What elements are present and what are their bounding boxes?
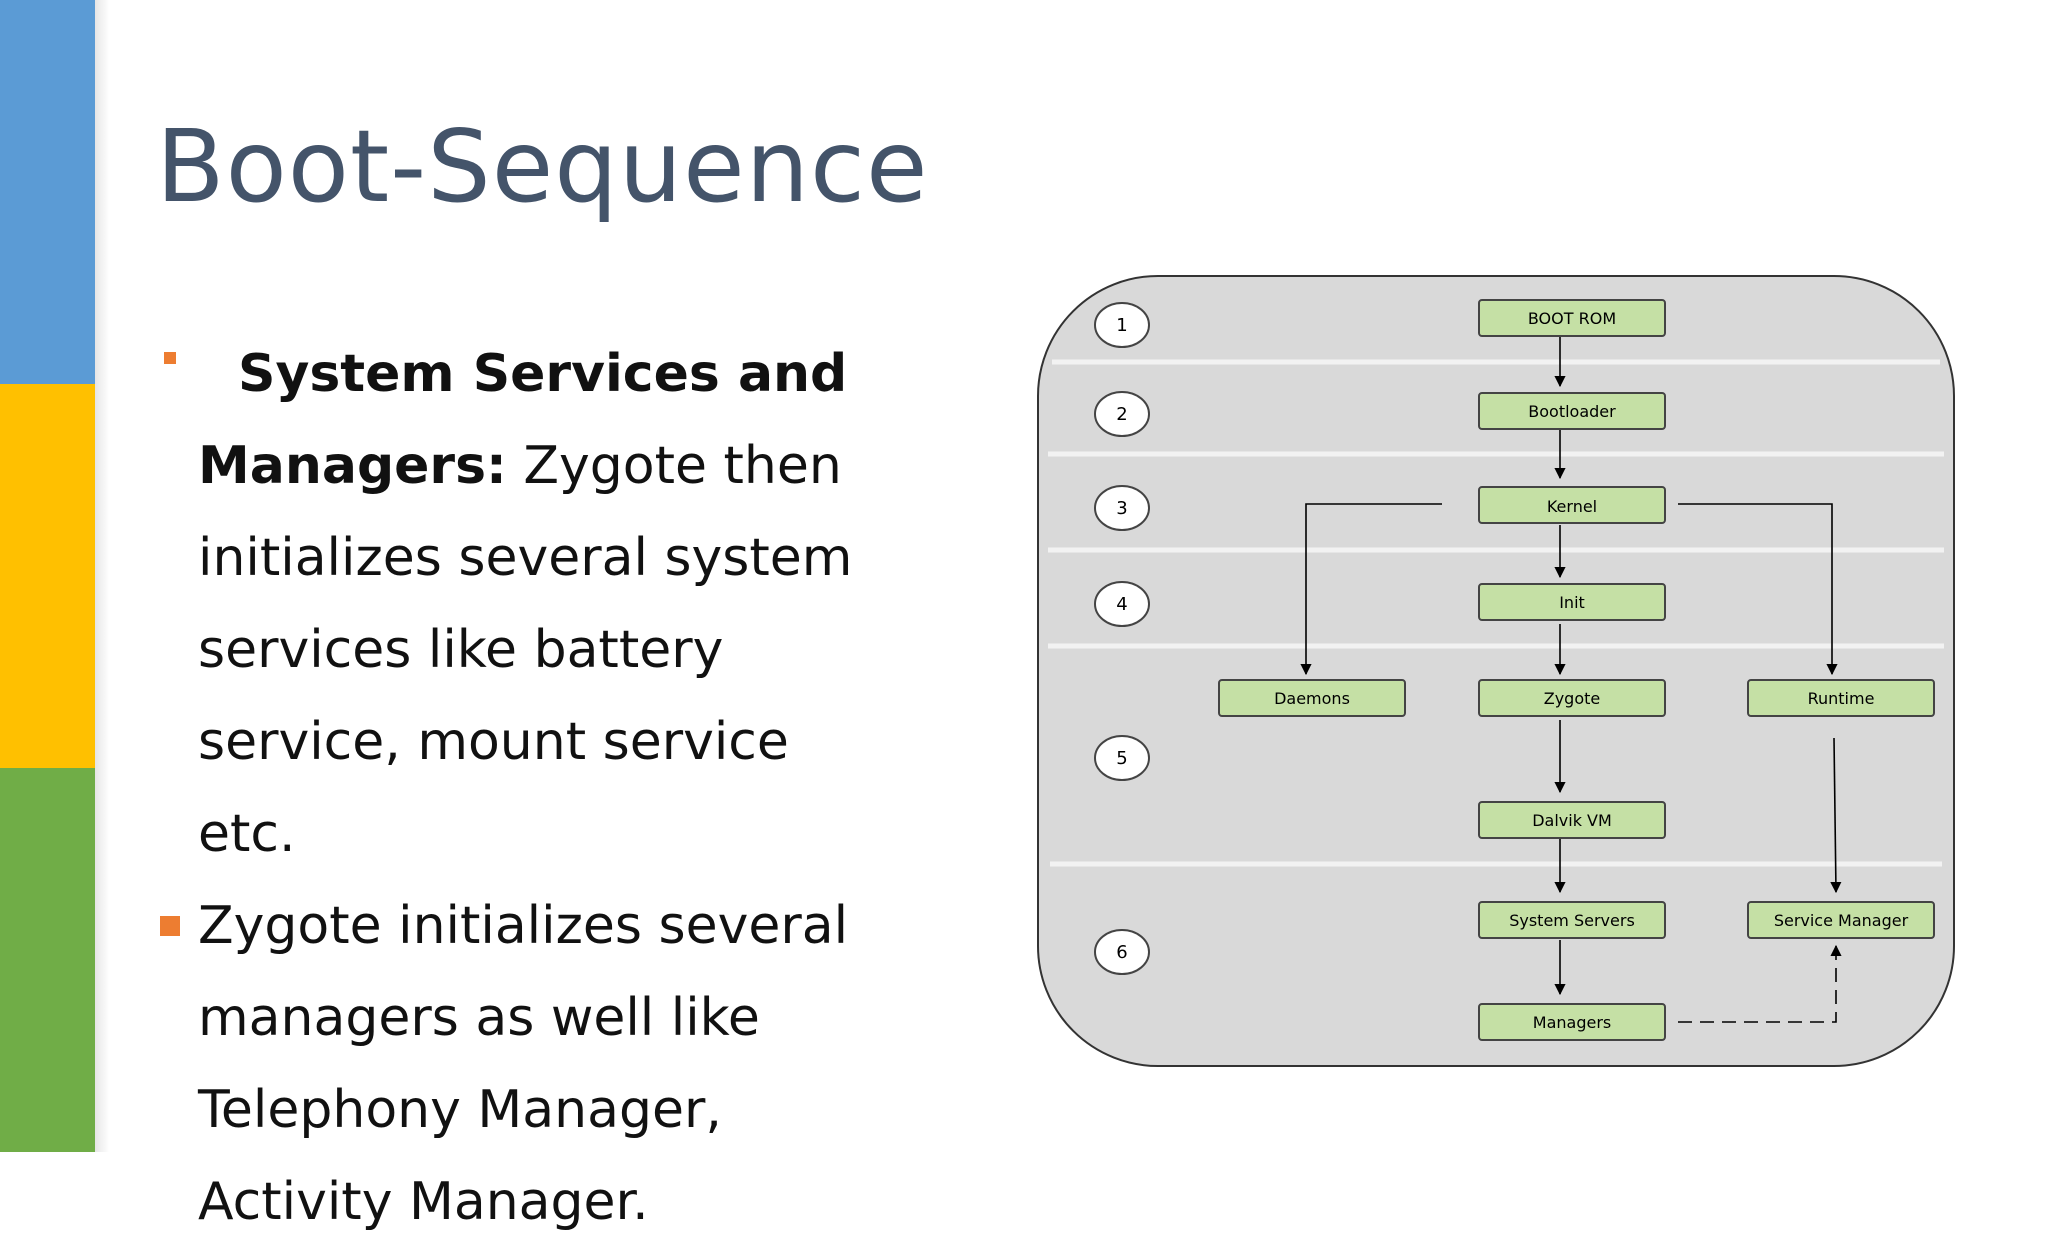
node-label: Init [1559,593,1585,612]
node-dalvik-vm: Dalvik VM [1478,801,1666,839]
node-label: Managers [1533,1013,1611,1032]
node-label: Service Manager [1774,911,1909,930]
node-label: Daemons [1274,689,1350,708]
stage-marker-1: 1 [1094,302,1150,348]
bullet-item-managers: Zygote initializes several managers as w… [156,880,918,1248]
node-service-manager: Service Manager [1747,901,1935,939]
bullet-text: Zygote initializes several managers as w… [198,896,849,1232]
bullet-square-icon [160,916,180,936]
stage-number: 3 [1116,498,1127,519]
node-label: Kernel [1547,497,1597,516]
stripe-shadow [95,0,109,1152]
node-label: Zygote [1544,689,1601,708]
node-label: Runtime [1808,689,1875,708]
arrow-kernel-runtime [1678,503,1838,676]
stage-number: 2 [1116,404,1127,425]
boot-sequence-diagram: 1 2 3 4 5 6 [1037,275,1955,1067]
stage-circle [1094,581,1150,627]
node-system-servers: System Servers [1478,901,1666,939]
node-managers: Managers [1478,1003,1666,1041]
node-kernel: Kernel [1478,486,1666,524]
stage-circle [1094,485,1150,531]
node-boot-rom: BOOT ROM [1478,299,1666,337]
stage-separators [1048,359,1944,867]
stage-number: 5 [1116,748,1127,769]
arrow-managers-servicemanager [1678,944,1842,1023]
bullet-square-icon [164,352,176,364]
node-box [1478,392,1666,430]
accent-stripe-gold [0,384,95,768]
node-label: Dalvik VM [1532,811,1612,830]
node-box [1218,679,1406,717]
arrow-kernel-daemons [1300,503,1442,676]
node-box [1478,486,1666,524]
node-runtime: Runtime [1747,679,1935,717]
node-box [1478,801,1666,839]
slide-title: Boot-Sequence [156,108,929,225]
node-init: Init [1478,583,1666,621]
stage-number: 4 [1116,594,1127,615]
node-box [1478,679,1666,717]
node-label: System Servers [1509,911,1635,930]
accent-stripe-green [0,768,95,1152]
stage-circle [1094,302,1150,348]
stage-circle [1094,735,1150,781]
bullet-heading-part1: System Services and [238,344,848,404]
stage-marker-2: 2 [1094,391,1150,437]
stage-number: 1 [1116,315,1127,336]
diagram-background [1037,275,1955,1067]
bullet-list: System Services and Managers: Zygote the… [156,328,936,1248]
node-box [1478,299,1666,337]
stage-marker-5: 5 [1094,735,1150,781]
node-label: BOOT ROM [1528,309,1616,328]
bullet-heading-part2: Managers: [198,436,507,496]
node-label: Bootloader [1528,402,1616,421]
node-box [1747,679,1935,717]
node-box [1747,901,1935,939]
stage-number: 6 [1116,942,1127,963]
bullet-text: Zygote then initializes several system s… [198,436,853,864]
node-box [1478,1003,1666,1041]
node-bootloader: Bootloader [1478,392,1666,430]
accent-stripe-blue [0,0,95,384]
node-box [1478,901,1666,939]
stage-circle [1094,929,1150,975]
stage-marker-4: 4 [1094,581,1150,627]
node-box [1478,583,1666,621]
node-daemons: Daemons [1218,679,1406,717]
stage-marker-6: 6 [1094,929,1150,975]
node-zygote: Zygote [1478,679,1666,717]
arrow-runtime-servicemanager [1830,737,1842,894]
stage-circle [1094,391,1150,437]
bullet-item-system-services: System Services and Managers: Zygote the… [156,328,858,880]
stage-marker-3: 3 [1094,485,1150,531]
